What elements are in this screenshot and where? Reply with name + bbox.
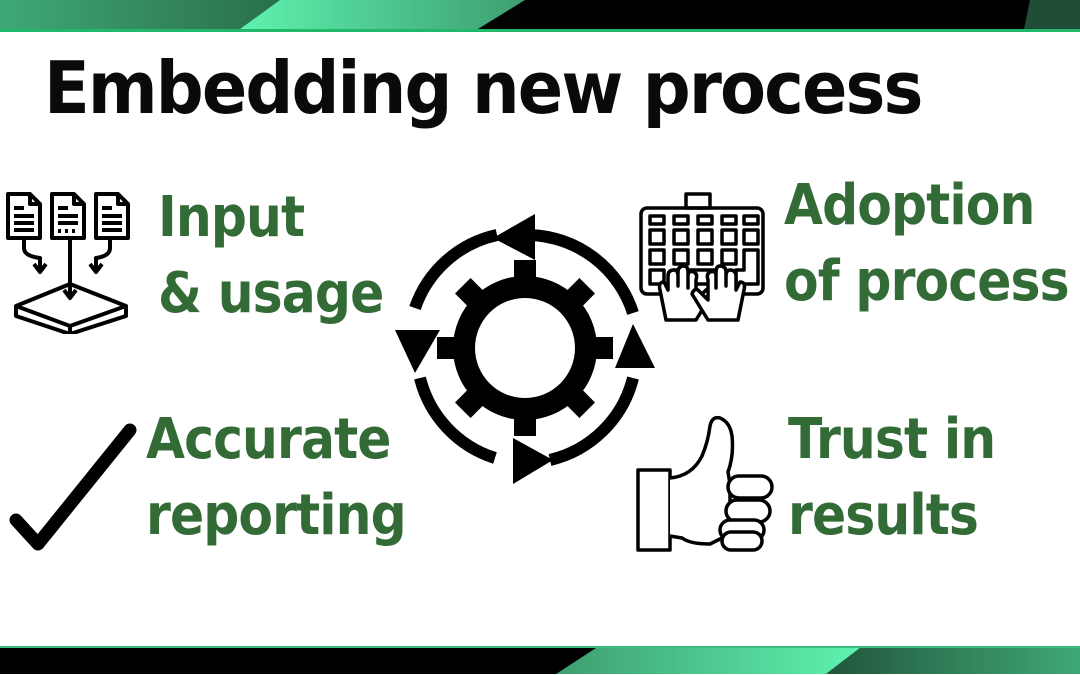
thumbs-up-icon xyxy=(636,415,774,552)
input-usage-line-2: & usage xyxy=(158,261,384,326)
trust-results-line-1: Trust in xyxy=(788,407,996,472)
input-usage-line-1: Input xyxy=(158,185,305,250)
trust-results-line-2: results xyxy=(788,483,979,548)
documents-into-box-icon xyxy=(6,192,130,334)
bottom-decorative-band xyxy=(0,646,1080,674)
checkmark-icon xyxy=(9,423,137,551)
slide-title: Embedding new process xyxy=(44,46,923,130)
top-decorative-band xyxy=(0,0,1080,32)
adoption-line-2: of process xyxy=(784,249,1070,314)
gear-cycle-icon xyxy=(395,214,655,484)
accurate-reporting-label: Accurate reporting xyxy=(146,402,407,554)
adoption-label: Adoption of process xyxy=(784,168,1070,320)
adoption-line-1: Adoption xyxy=(784,173,1035,238)
accurate-reporting-line-1: Accurate xyxy=(146,407,391,472)
hands-on-keyboard-icon xyxy=(639,192,765,322)
trust-results-label: Trust in results xyxy=(788,402,996,554)
input-usage-label: Input & usage xyxy=(158,180,384,332)
accurate-reporting-line-2: reporting xyxy=(146,483,407,548)
